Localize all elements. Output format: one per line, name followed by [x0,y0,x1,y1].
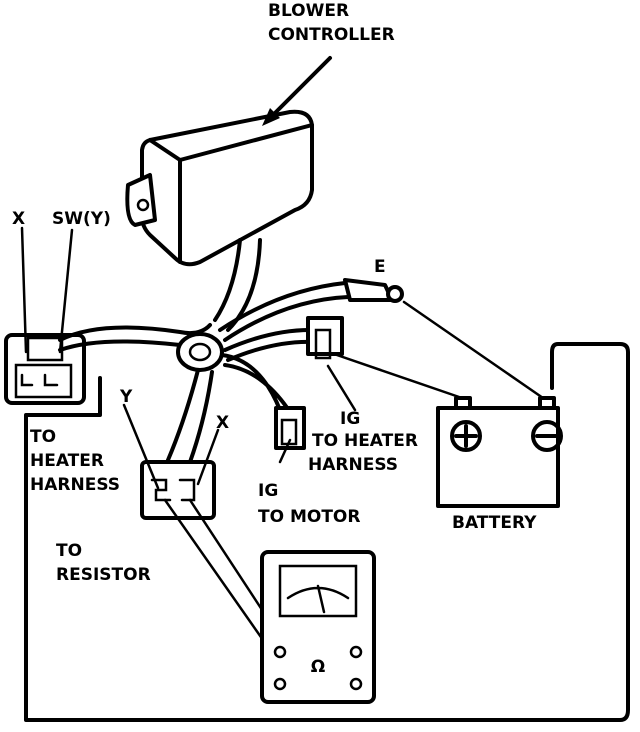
label-sw-y: SW(Y) [52,209,111,229]
label-ig-heater-1: IG [340,409,360,429]
resistor-connector [140,460,216,520]
label-x-lower: X [216,413,229,433]
label-to-heater-3: HARNESS [30,475,120,495]
label-y-lower: Y [119,387,133,407]
pointer-arrows [20,226,554,652]
label-ig-heater-2: TO HEATER [312,431,418,451]
label-to-resistor-1: TO [56,541,82,561]
label-ig-motor-2: TO MOTOR [258,507,360,527]
ground-terminal [343,278,394,302]
test-lead-loop [24,342,630,722]
label-to-heater-2: HEATER [30,451,104,471]
label-battery: BATTERY [452,513,537,533]
label-ig-heater-3: HARNESS [308,455,398,475]
blower-controller [125,109,314,267]
label-pointer-controller [266,56,332,122]
label-to-heater-1: TO [30,427,56,447]
battery [436,396,563,508]
label-to-resistor-2: RESISTOR [56,565,151,585]
label-x-top: X [12,209,25,229]
label-e: E [374,257,386,277]
battery-positive-icon [450,420,482,452]
grommet [176,332,224,372]
label-controller: CONTROLLER [268,25,395,45]
battery-negative-icon [531,420,563,452]
ohm-icon: Ω [311,657,325,677]
label-ig-motor-1: IG [258,481,278,501]
ig-heater-connector [306,316,344,360]
ohmmeter[interactable]: Ω [260,550,376,704]
label-blower: BLOWER [268,1,349,21]
